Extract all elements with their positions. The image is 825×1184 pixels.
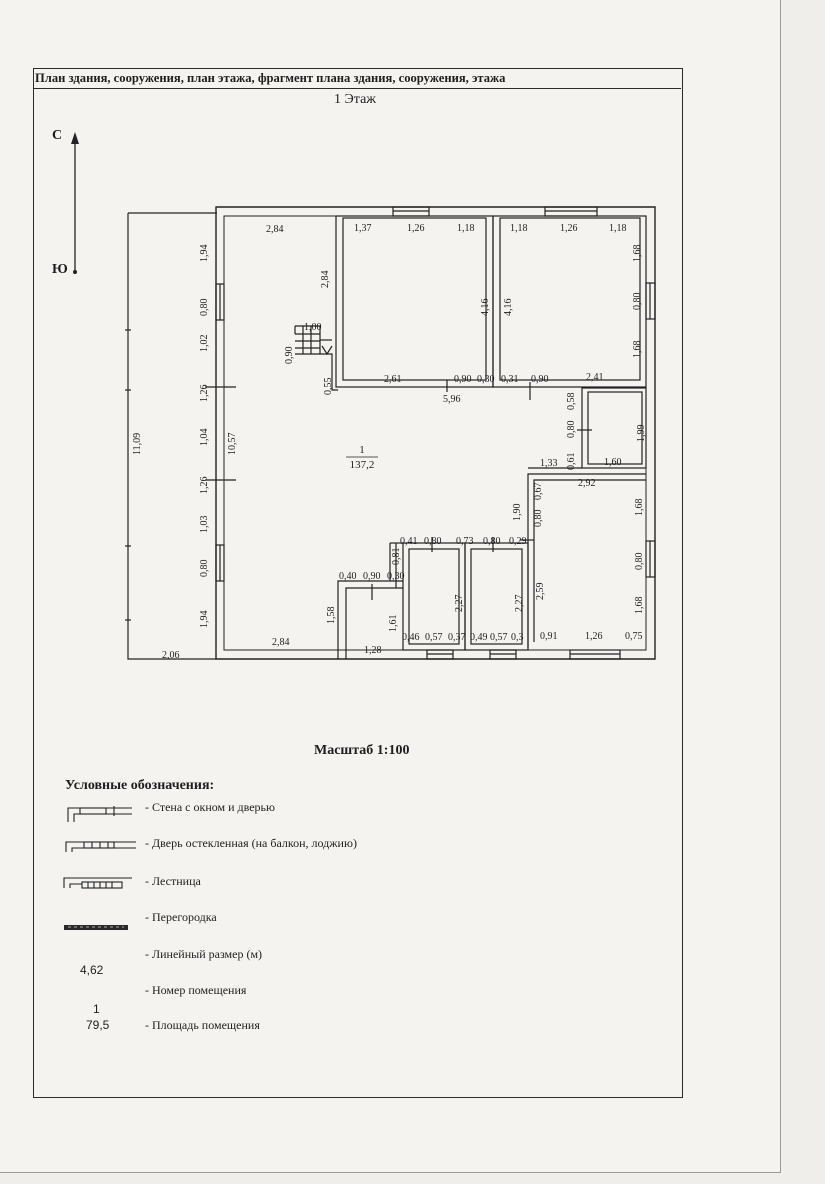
dim-label: 1,18 — [510, 223, 528, 234]
dim-label: 1,00 — [304, 322, 322, 333]
dim-label: 0,90 — [454, 374, 472, 385]
dim-label: 0,30 — [477, 374, 495, 385]
dim-label: 0,91 — [540, 631, 558, 642]
dim-label: 2,61 — [384, 374, 402, 385]
dim-label: 0,90 — [284, 347, 295, 365]
scale-label: Масштаб 1:100 — [314, 743, 410, 758]
dim-label: 4,16 — [480, 299, 491, 317]
dim-label: 0,80 — [632, 293, 643, 311]
dim-label: 1,61 — [388, 615, 399, 633]
dim-label: 0,80 — [199, 560, 210, 578]
compass-north-label: С — [52, 128, 63, 143]
dim-label: 0,57 — [490, 632, 508, 643]
dim-label: 1,68 — [634, 597, 645, 615]
legend-item-partition: - Перегородка — [145, 910, 217, 924]
legend-item-stair: - Лестница — [145, 874, 201, 888]
dim-label: 1,02 — [199, 335, 210, 353]
dim-label: 1,28 — [364, 645, 382, 656]
dim-label: 1,37 — [354, 223, 372, 234]
room-number: 1 — [359, 444, 365, 456]
dim-label: 0,73 — [456, 536, 474, 547]
dim-label: 1,26 — [407, 223, 425, 234]
dim-label: 0,55 — [323, 378, 334, 396]
legend-item-dimension: - Линейный размер (м) — [145, 947, 263, 961]
dim-label: 1,26 — [585, 631, 603, 642]
dim-label: 0,81 — [391, 548, 402, 566]
legend-sample-area: 79,5 — [86, 1018, 110, 1032]
dim-label: 0,40 — [339, 571, 357, 582]
dim-label: 2,27 — [454, 595, 465, 613]
dim-label: 0,75 — [625, 631, 643, 642]
dim-label: 0,30 — [387, 571, 405, 582]
legend-item-wall: - Стена с окном и дверью — [145, 800, 275, 814]
dim-label: 2,59 — [535, 583, 546, 601]
legend-title: Условные обозначения: — [65, 778, 215, 793]
dim-label: 4,16 — [503, 299, 514, 317]
dim-label: 0,37 — [448, 632, 466, 643]
dim-label: 1,58 — [326, 607, 337, 625]
dim-label: 2,06 — [162, 650, 180, 661]
dim-label: 1,26 — [560, 223, 578, 234]
legend-item-room-area: - Площадь помещения — [145, 1018, 260, 1032]
dim-label: 0,61 — [566, 453, 577, 471]
dim-label: 1,33 — [540, 458, 558, 469]
dim-label: 0,3 — [511, 632, 524, 643]
dim-label: 0,80 — [424, 536, 442, 547]
dim-label: 2,92 — [578, 478, 596, 489]
dim-label: 1,26 — [199, 385, 210, 403]
compass-south-label: Ю — [52, 262, 68, 277]
dim-label: 0,58 — [566, 393, 577, 411]
dim-label: 2,84 — [272, 637, 290, 648]
dim-label: 2,84 — [320, 271, 331, 289]
document-sheet — [0, 0, 781, 1173]
dim-label: 1,99 — [636, 425, 647, 443]
dim-label: 0,49 — [470, 632, 488, 643]
dim-label: 0,67 — [533, 483, 544, 501]
dim-label: 5,96 — [443, 394, 461, 405]
dim-label: 2,84 — [266, 224, 284, 235]
dim-label: 10,57 — [227, 433, 238, 456]
dim-label: 0,80 — [634, 553, 645, 571]
page-frame — [33, 68, 683, 1098]
legend-sample-room-number: 1 — [93, 1002, 100, 1016]
dim-label: 1,68 — [632, 245, 643, 263]
dim-label: 0,80 — [566, 421, 577, 439]
dim-label: 1,26 — [199, 477, 210, 495]
dim-label: 1,94 — [199, 245, 210, 263]
dim-label: 0,90 — [363, 571, 381, 582]
legend-sample-dimension: 4,62 — [80, 963, 104, 977]
dim-label: 0,57 — [425, 632, 443, 643]
dim-label: 1,18 — [609, 223, 627, 234]
dim-label: 0,80 — [199, 299, 210, 317]
dim-label: 0,90 — [531, 374, 549, 385]
dim-label: 0,29 — [509, 536, 527, 547]
dim-label: 1,68 — [632, 341, 643, 359]
dim-label: 1,90 — [512, 504, 523, 522]
dim-label: 2,41 — [586, 372, 604, 383]
dim-label: 1,68 — [634, 499, 645, 517]
compass-arrow-icon — [71, 132, 79, 274]
dim-label: 0,31 — [501, 374, 519, 385]
dim-label: 11,09 — [132, 433, 143, 455]
floor-plan: 2,84 2,84 1,00 0,90 0,55 1,37 1,26 1,18 … — [125, 206, 656, 661]
document-title: План здания, сооружения, план этажа, фра… — [34, 68, 681, 89]
dim-label: 1,04 — [199, 429, 210, 447]
dim-label: 0,80 — [483, 536, 501, 547]
dim-label: 1,18 — [457, 223, 475, 234]
dim-label: 0,46 — [402, 632, 420, 643]
floor-label: 1 Этаж — [334, 92, 376, 107]
dim-label: 0,41 — [400, 536, 418, 547]
legend-item-glazed-door: - Дверь остекленная (на балкон, лоджию) — [145, 836, 357, 850]
dim-label: 1,03 — [199, 516, 210, 534]
dim-label: 1,94 — [199, 611, 210, 629]
legend-symbols — [63, 806, 136, 930]
legend-item-room-number: - Номер помещения — [145, 983, 247, 997]
dim-label: 0,80 — [533, 510, 544, 528]
room-area: 137,2 — [350, 459, 375, 471]
dim-label: 1,60 — [604, 457, 622, 468]
dim-label: 2,27 — [514, 595, 525, 613]
